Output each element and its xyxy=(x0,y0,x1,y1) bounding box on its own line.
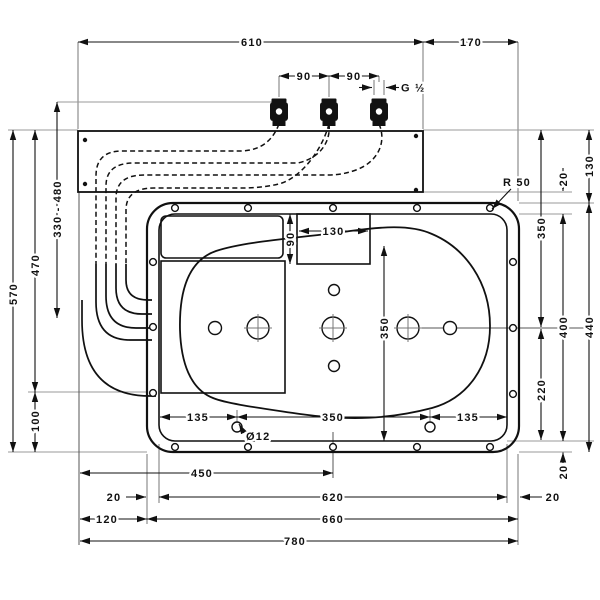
jet-left xyxy=(244,314,272,342)
dim-570-label: 570 xyxy=(8,283,20,305)
headrest-recess xyxy=(160,215,284,259)
hole-diameter-label: Ø12 xyxy=(246,431,270,443)
flange-screw-holes xyxy=(148,203,518,452)
dim-330-480-label: 330 - 480 xyxy=(52,180,64,237)
dim-220-right-label: 220 xyxy=(536,379,548,401)
corner-radius-label: R 50 xyxy=(503,177,531,189)
dim-90-right-label: 90 xyxy=(347,71,362,83)
dim-400-inner-label: 400 xyxy=(558,316,570,338)
dim-450-label: 450 xyxy=(191,468,213,480)
dim-780-label: 780 xyxy=(284,536,306,548)
dim-90-recess-label: 90 xyxy=(285,232,297,247)
basin-contour xyxy=(179,226,491,419)
wall-panel xyxy=(77,130,424,193)
dim-470-label: 470 xyxy=(30,254,42,276)
dim-130-right-label: 130 xyxy=(584,155,596,177)
jet-center xyxy=(319,314,347,342)
dim-660-label: 660 xyxy=(322,514,344,526)
fitting-1 xyxy=(270,98,288,126)
jet-right xyxy=(394,314,422,342)
fitting-3 xyxy=(370,98,388,126)
dim-100-label: 100 xyxy=(30,410,42,432)
dim-170-label: 170 xyxy=(460,37,482,49)
dim-120-label: 120 xyxy=(96,514,118,526)
dim-135-right-label: 135 xyxy=(457,412,479,424)
dim-350-basin-label: 350 xyxy=(379,317,391,339)
supply-fittings xyxy=(270,98,388,126)
dim-90-left-label: 90 xyxy=(297,71,312,83)
seat-panel xyxy=(160,260,286,394)
thread-size-label: G ½ xyxy=(401,83,425,95)
fitting-2 xyxy=(320,98,338,126)
dim-20-bottom-right-v-label: 20 xyxy=(558,465,570,480)
dim-610-label: 610 xyxy=(241,37,263,49)
center-recess xyxy=(296,213,371,265)
dim-20-inner-right-label: 20 xyxy=(546,492,561,504)
tub-outline xyxy=(145,201,521,454)
dim-350-holes-label: 350 xyxy=(322,412,344,424)
dimension-lines xyxy=(9,38,593,545)
dimension-labels: 610 170 90 90 G ½ 570 470 330 - 480 100 … xyxy=(6,35,599,551)
dim-350-right-label: 350 xyxy=(536,217,548,239)
dim-440-outer-label: 440 xyxy=(584,316,596,338)
connection-hoses xyxy=(81,123,383,397)
dim-130-recess-label: 130 xyxy=(323,226,345,238)
fixing-hole-right xyxy=(424,421,436,433)
dim-135-left-label: 135 xyxy=(187,412,209,424)
dim-20-inner-left-label: 20 xyxy=(107,492,122,504)
dim-20-panel-gap-label: 20 xyxy=(558,172,570,187)
jets-and-holes xyxy=(148,203,518,452)
dim-620-label: 620 xyxy=(322,492,344,504)
